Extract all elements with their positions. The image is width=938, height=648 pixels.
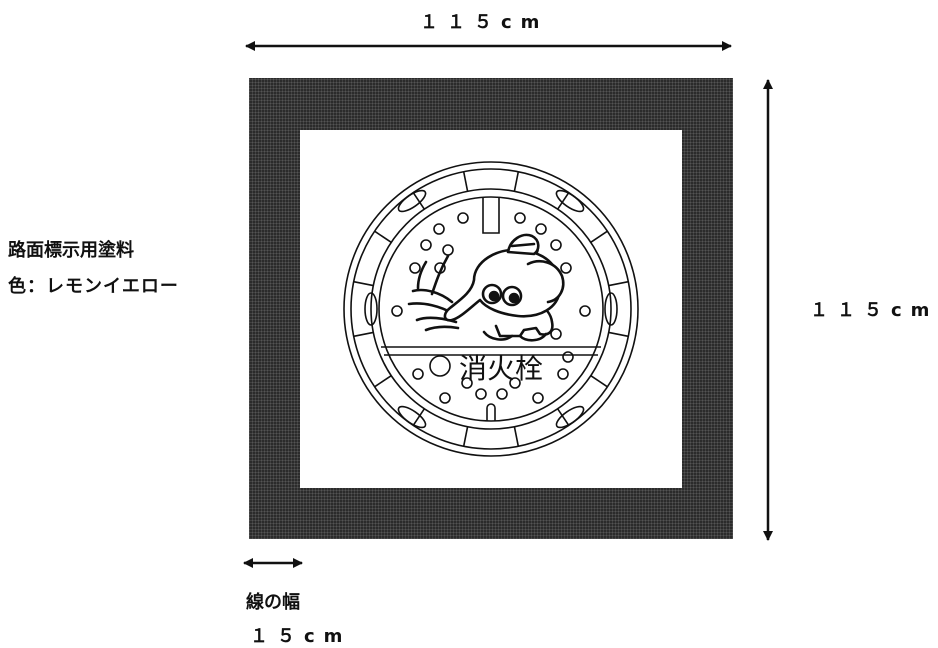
width-dimension-label: １１５cm: [420, 12, 549, 33]
elephant-mascot-icon: [407, 233, 565, 342]
cover-ring-divider: [353, 331, 374, 338]
cover-ring-divider: [513, 426, 520, 447]
cover-ring-divider: [590, 230, 608, 243]
diagram-graphics: 消火栓: [243, 41, 773, 568]
cover-ring-divider: [608, 280, 629, 287]
cover-ring-divider: [374, 230, 392, 243]
color-label: 色：レモンイエロー: [8, 276, 179, 297]
cover-ring-divider: [608, 331, 629, 338]
cover-ring-divider: [412, 408, 425, 426]
cover-ring-divider: [374, 375, 392, 388]
cover-ring-divider: [462, 171, 469, 192]
material-label: 路面標示用塗料: [8, 240, 134, 261]
line-width-title: 線の幅: [246, 592, 300, 613]
cover-ring-divider: [590, 375, 608, 388]
fire-hydrant-cover: [343, 161, 639, 457]
line-width-value: １５cm: [250, 626, 352, 647]
cover-label: 消火栓: [459, 352, 543, 385]
cover-ring-divider: [557, 192, 570, 210]
cover-ring-divider: [353, 280, 374, 287]
cover-ring-divider: [462, 426, 469, 447]
cover-ring-divider: [557, 408, 570, 426]
cover-ring-divider: [513, 171, 520, 192]
height-dimension-label: １１５cm: [810, 300, 938, 321]
cover-ring-divider: [412, 192, 425, 210]
